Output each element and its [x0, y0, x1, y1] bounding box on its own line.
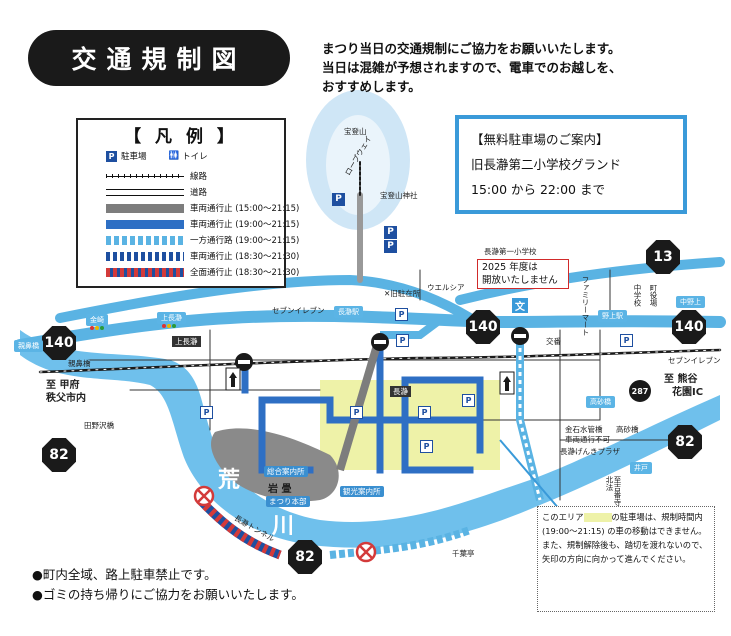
road-closed-icon: [193, 485, 377, 563]
school-name: 長瀞第一小学校: [484, 247, 537, 256]
label-nokami-station: 野上駅: [598, 310, 627, 322]
label-iwadatami: 岩 畳: [268, 484, 292, 495]
label-nagatoro: 長瀞: [390, 386, 411, 397]
route-287-marker: 287: [629, 380, 651, 402]
legend-parking: 駐車場: [121, 152, 147, 162]
route-82-marker: 82: [668, 425, 702, 459]
parking-place: 旧長瀞第二小学校グランド: [471, 157, 622, 172]
label-arakawa-1: 荒: [218, 468, 241, 493]
label-to-kofu: 至 甲府: [46, 380, 80, 391]
legend-closed-1500: 車両通行止 (15:00～21:15): [190, 204, 300, 214]
label-kaminagatoro-station: 上長瀞: [172, 336, 201, 347]
label-koban: 交番: [546, 337, 561, 346]
free-parking-info: 【無料駐車場のご案内】 旧長瀞第二小学校グランド 15:00 から 22:00 …: [455, 115, 687, 214]
legend-swatch-red: [106, 267, 184, 277]
parking-icon: P: [384, 240, 397, 253]
parking-icon: P: [420, 440, 433, 453]
legend-rail: 線路: [190, 172, 208, 182]
label-shrine: 宝登山神社: [380, 191, 418, 200]
label-houtousan: 宝登山: [344, 127, 367, 136]
legend-swatch-blue: [106, 219, 184, 229]
toilet-icon: 🚻: [168, 151, 180, 161]
label-chiba: 千葉亭: [452, 549, 475, 558]
school-notice: 2025 年度は 開放いたしません: [477, 259, 569, 289]
route-140-road: [14, 309, 726, 351]
route-140-marker: 140: [466, 310, 500, 344]
label-kaneishi: 金石水管橋: [565, 425, 603, 434]
legend-full-closure: 全面通行止 (18:30～21:30): [190, 268, 300, 278]
direction-arrow-icon: [225, 367, 515, 395]
no-entry-icon: [235, 327, 529, 371]
map-legend: 【 凡 例 】 P 駐車場 🚻 トイレ 線路 道路 車両通行止 (15:00～2…: [76, 118, 299, 288]
legend-road: 道路: [190, 188, 208, 198]
parking-icon: P: [200, 406, 213, 419]
parking-icon: P: [350, 406, 363, 419]
label-arakawa-2: 川: [272, 514, 295, 539]
label-takasago: 高砂橋: [586, 396, 615, 408]
area-highlight-swatch: [583, 513, 612, 522]
label-oyahana-bridge: 親鼻橋: [68, 359, 91, 368]
label-hoppo: 北法: [605, 476, 614, 491]
route-82-marker: 82: [288, 540, 322, 574]
label-nagatoro-plaza: 長瀞げんきプラザ: [560, 447, 620, 456]
restricted-parking-area: [320, 380, 500, 470]
parking-icon: P: [106, 150, 117, 162]
legend-swatch-oneway: [106, 235, 184, 245]
label-welcia: ウエルシア: [427, 283, 465, 292]
legend-toilet: トイレ: [182, 152, 208, 162]
legend-closed-1900: 車両通行止 (19:00～21:15): [190, 220, 300, 230]
bottom-notes: ●町内全域、路上駐車禁止です。 ●ゴミの持ち帰りにご協力をお願いいたします。: [32, 567, 304, 602]
parking-icon: P: [418, 406, 431, 419]
label-kaminagatoro: 上長瀞: [157, 312, 186, 324]
label-old-police: ✕旧駐在所: [384, 289, 421, 298]
label-school-mark: 文: [512, 298, 528, 313]
label-chichibu: 秩父市内: [46, 393, 86, 404]
legend-title: 【 凡 例 】: [124, 127, 238, 147]
parking-icon: P: [384, 226, 397, 239]
legend-closed-1830: 車両通行止 (18:30～21:30): [190, 252, 300, 262]
label-nodazawa: 田野沢橋: [84, 421, 114, 430]
label-oyahana: 親鼻橋: [14, 340, 43, 352]
label-matsuri-hq: まつり本部: [266, 496, 310, 507]
label-info-center: 総合案内所: [264, 466, 308, 477]
label-ido: 井戸: [630, 462, 652, 474]
parking-icon: P: [620, 334, 633, 347]
label-to-kumagaya: 至 熊谷: [664, 374, 698, 385]
route-13-marker: 13: [646, 240, 680, 274]
iwadatami-rock: [211, 428, 339, 502]
legend-swatch-road: [106, 188, 184, 196]
area-note: このエリアの駐車場は、規制時間内 (19:00～21:15) の車の移動はできま…: [537, 506, 715, 612]
legend-swatch-grey: [106, 203, 184, 213]
route-140-marker: 140: [42, 326, 76, 360]
label-hanazono: 花園IC: [672, 387, 704, 398]
label-junior-high: 中学校: [633, 284, 642, 307]
legend-oneway: 一方通行路 (19:00～21:15): [190, 236, 300, 246]
label-seven-eleven: セブンイレブン: [272, 306, 325, 315]
label-nagatoro-station: 長瀞駅: [334, 306, 363, 318]
label-nakanokami: 中野上: [676, 296, 705, 308]
parking-heading: 【無料駐車場のご案内】: [471, 132, 609, 147]
label-takasago-bridge: 高砂橋: [616, 425, 639, 434]
label-shiroichi: 至吉番寺: [613, 476, 622, 506]
parking-icon: P: [332, 193, 345, 206]
label-rental: 観光案内所: [340, 486, 384, 497]
legend-swatch-rail: [106, 174, 184, 178]
label-kaneishi-note: 車両通行不可: [565, 435, 610, 444]
notice-text: まつり当日の交通規制にご協力をお願いいたします。 当日は混雑が予想されますので、…: [322, 41, 622, 94]
route-82-marker: 82: [42, 438, 76, 472]
parking-hours: 15:00 から 22:00 まで: [471, 182, 605, 197]
parking-icon: P: [462, 394, 475, 407]
label-family-mart: ファミリーマート: [581, 276, 590, 336]
railway-line: [38, 348, 722, 374]
label-kanazaki: 金崎: [86, 314, 108, 326]
label-town-office: 町役場: [649, 284, 658, 307]
legend-swatch-striped: [106, 251, 184, 261]
page-title: 交通規制図: [28, 30, 290, 86]
route-140-marker: 140: [672, 310, 706, 344]
parking-icon: P: [396, 334, 409, 347]
parking-icon: P: [395, 308, 408, 321]
label-seven-eleven-2: セブンイレブン: [668, 356, 721, 365]
